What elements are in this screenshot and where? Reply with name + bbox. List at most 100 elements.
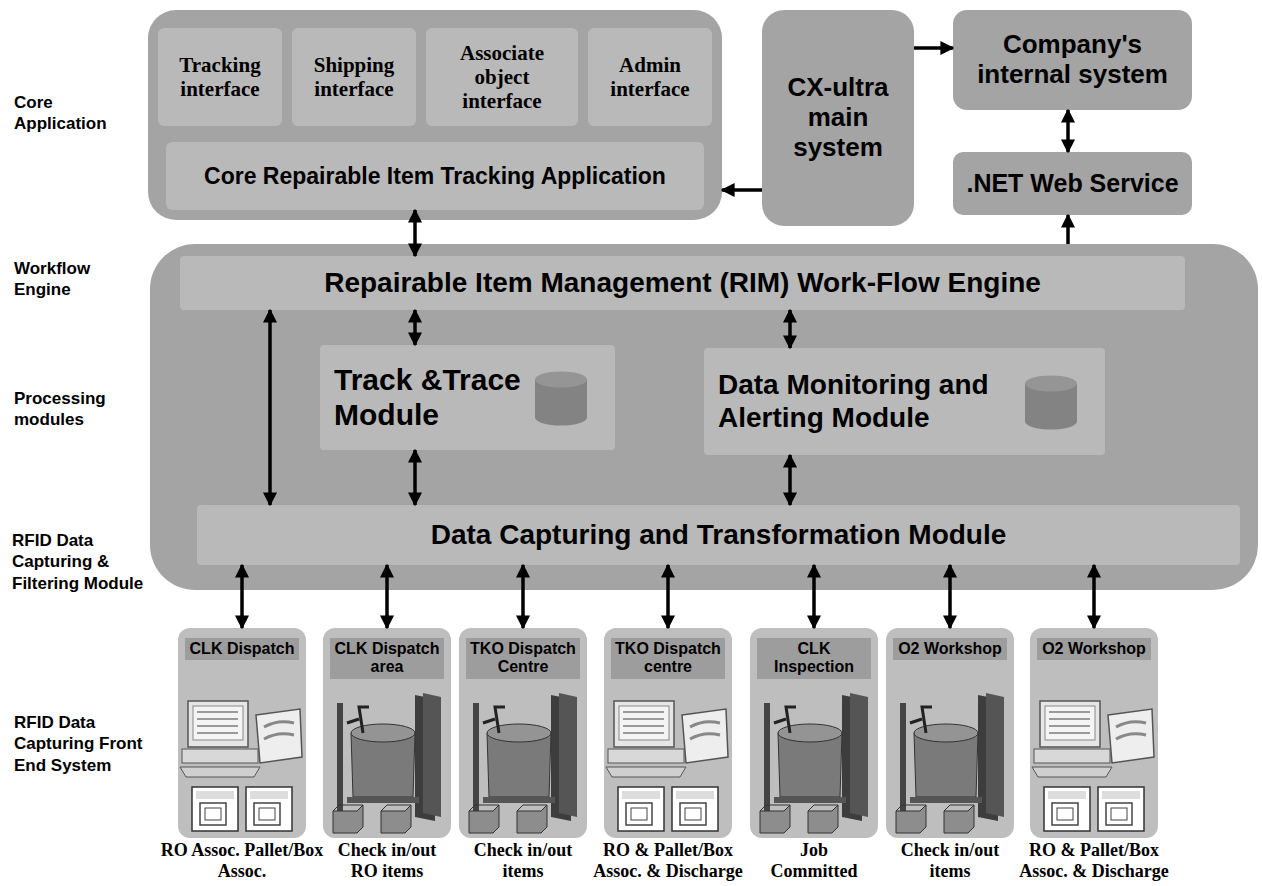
rfid-label	[192, 787, 238, 831]
parcel-box	[517, 805, 547, 833]
connector-arrow	[666, 565, 670, 628]
screen-line	[1049, 725, 1090, 727]
gate-post	[900, 703, 906, 813]
layer-label: Core Application	[14, 92, 144, 135]
core-application-panel: Tracking interfaceShipping interfaceAsso…	[148, 10, 722, 220]
rfid-gate-reader	[469, 693, 577, 833]
front-end-station: TKO Dispatch centreRO & Pallet/Box Assoc…	[604, 628, 732, 838]
front-end-station: O2 WorkshopCheck in/out items	[886, 628, 1014, 838]
rfid-label	[672, 787, 718, 831]
station-caption: RO & Pallet/Box Assoc. & Discharge	[1004, 840, 1184, 881]
gate-post	[473, 703, 479, 813]
station-title: O2 Workshop	[1037, 638, 1151, 660]
screen-line	[197, 711, 238, 713]
pallet	[910, 797, 982, 803]
rfid-label	[618, 787, 664, 831]
connector-arrow	[413, 450, 417, 505]
connector-arrow	[268, 310, 272, 505]
connector-arrow	[413, 210, 417, 256]
interface-box: Associate object interface	[426, 28, 578, 126]
keyboard	[1032, 767, 1112, 777]
station-title: O2 Workshop	[893, 638, 1007, 660]
pallet	[774, 797, 846, 803]
screen-line	[1049, 711, 1090, 713]
screen-line	[197, 725, 238, 727]
parcel-box	[760, 805, 790, 833]
label-band	[1048, 791, 1086, 799]
connector-arrow	[812, 565, 816, 628]
monitor	[1040, 701, 1100, 747]
database-cylinder	[535, 372, 587, 426]
antenna-panel	[423, 693, 441, 817]
box-fill	[588, 28, 712, 126]
label-antenna	[685, 808, 701, 820]
rfid-reader-pad	[682, 709, 728, 763]
reader-logo	[1116, 722, 1146, 739]
interface-box: Admin interface	[588, 28, 712, 126]
service-box: .NET Web Service	[953, 152, 1192, 215]
label-antenna	[1111, 808, 1127, 820]
screen-line	[623, 725, 664, 727]
layer-label: Workflow Engine	[14, 258, 144, 301]
screen-line	[1049, 732, 1090, 734]
label-antenna	[1057, 808, 1073, 820]
parcel-box	[896, 805, 926, 833]
label-antenna	[1106, 803, 1132, 825]
screen	[619, 706, 669, 740]
pallet	[483, 797, 555, 803]
interface-box: Tracking interface	[158, 28, 282, 126]
layer-label: Processing modules	[14, 388, 144, 431]
node-text: Track &Trace Module	[334, 363, 543, 432]
station-caption: RO & Pallet/Box Assoc. & Discharge	[578, 840, 758, 881]
label-band	[676, 791, 714, 799]
node-text: CX-ultra main system	[770, 73, 906, 163]
box-fill	[323, 628, 451, 838]
rfid-reader-pad	[1108, 709, 1154, 763]
box-fill	[426, 28, 578, 126]
parcel-box-edge	[896, 805, 974, 811]
module-box: Data Monitoring and Alerting Module	[704, 348, 1105, 455]
pallet-container	[778, 733, 842, 797]
label-antenna	[631, 808, 647, 820]
system-box: CX-ultra main system	[762, 10, 914, 226]
pallet-jack-handle	[774, 707, 796, 733]
label-antenna	[680, 803, 706, 825]
monitor	[614, 701, 674, 747]
box-fill	[197, 505, 1240, 565]
box-fill	[750, 628, 878, 838]
screen-line	[197, 732, 238, 734]
screen-line	[623, 732, 664, 734]
reader-logo	[264, 722, 294, 739]
station-title: TKO Dispatch centre	[611, 638, 725, 679]
front-end-station: O2 WorkshopRO & Pallet/Box Assoc. & Disc…	[1030, 628, 1158, 838]
station-title: CLK Inspection	[757, 638, 871, 679]
computer-base	[182, 749, 258, 763]
parcel-box	[944, 805, 974, 833]
box-fill	[150, 244, 1258, 590]
interface-box: Shipping interface	[292, 28, 416, 126]
pallet-container	[487, 733, 551, 797]
antenna-panel	[559, 693, 577, 817]
pallet	[347, 797, 419, 803]
screen	[1045, 706, 1095, 740]
rfid-label	[246, 787, 292, 831]
station-caption: Job Committed	[759, 840, 869, 881]
cylinder-top	[1025, 376, 1077, 392]
node-text: Data Monitoring and Alerting Module	[718, 369, 1033, 433]
station-title: CLK Dispatch	[185, 638, 299, 660]
connector-arrow	[788, 455, 792, 505]
connector-arrow	[1092, 565, 1096, 628]
box-fill	[1030, 628, 1158, 838]
layer-label: RFID Data Capturing Front End System	[14, 712, 164, 776]
box-fill	[704, 348, 1105, 455]
keyboard	[180, 767, 260, 777]
connector-arrow	[521, 565, 525, 628]
label-antenna	[205, 808, 221, 820]
connector-arrow	[914, 46, 953, 50]
keyboard	[606, 767, 686, 777]
database-cylinder	[1025, 376, 1077, 430]
connector-arrow	[722, 188, 762, 192]
middleware-panel: Repairable Item Management (RIM) Work-Fl…	[150, 244, 1258, 590]
